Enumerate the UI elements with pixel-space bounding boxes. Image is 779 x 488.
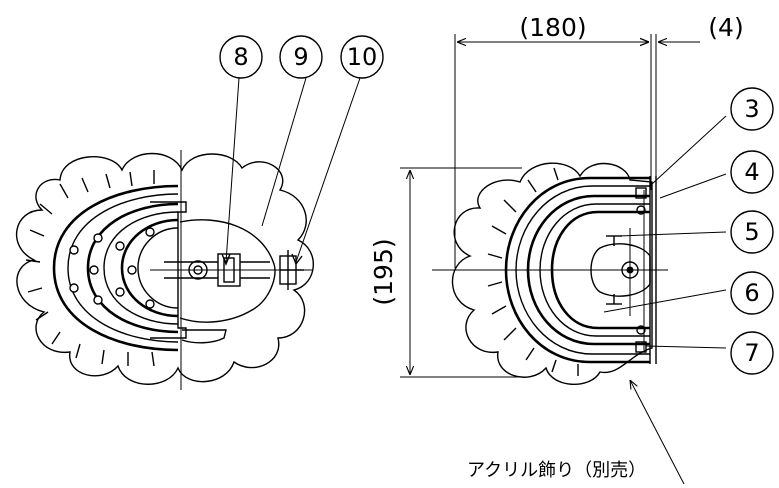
dimension-height: (195) [369,167,522,378]
callout-9-label: 9 [293,43,308,71]
note-leader [630,380,685,485]
left-leaders [225,77,361,263]
callout-7-label: 7 [744,339,759,367]
right-arc-rings [504,176,650,364]
callout-8: 8 [219,35,263,79]
left-shade-base [181,329,227,344]
leader-arrow-10 [291,253,303,266]
dimension-height-label: (195) [369,238,398,305]
callout-5-label: 5 [744,218,759,246]
callout-10-label: 10 [347,43,378,71]
callout-8-label: 8 [233,43,248,71]
callout-5: 5 [730,210,774,254]
left-ring-clips [69,227,155,309]
callout-9: 9 [279,35,323,79]
left-outer-spikes [25,170,155,367]
right-view [432,115,727,485]
left-socket [164,250,304,290]
accessory-note: アクリル飾り（別売） [467,460,646,481]
callout-6: 6 [730,271,774,315]
left-lamp-shade [179,219,276,323]
dimension-width: (180) [454,13,652,268]
right-socket [606,187,647,353]
callout-7: 7 [730,331,774,375]
dimension-width-label: (180) [519,13,586,42]
callout-4-label: 4 [744,158,759,186]
callout-3-label: 3 [744,95,759,123]
callout-4: 4 [730,150,774,194]
left-frame [150,201,187,339]
left-arc-rings [52,184,179,352]
dimension-offset: (4) [628,13,744,176]
left-cloud-outline [15,152,314,385]
right-outer-spikes [487,167,579,376]
right-cloud-outline [451,162,653,386]
left-view [15,77,361,390]
callout-10: 10 [340,35,384,79]
dimension-offset-label: (4) [708,13,743,42]
leader-arrow-8 [221,253,231,266]
callout-6-label: 6 [744,279,759,307]
callout-3: 3 [730,87,774,131]
right-leaders [603,115,727,349]
right-lamp-shade [590,243,651,297]
